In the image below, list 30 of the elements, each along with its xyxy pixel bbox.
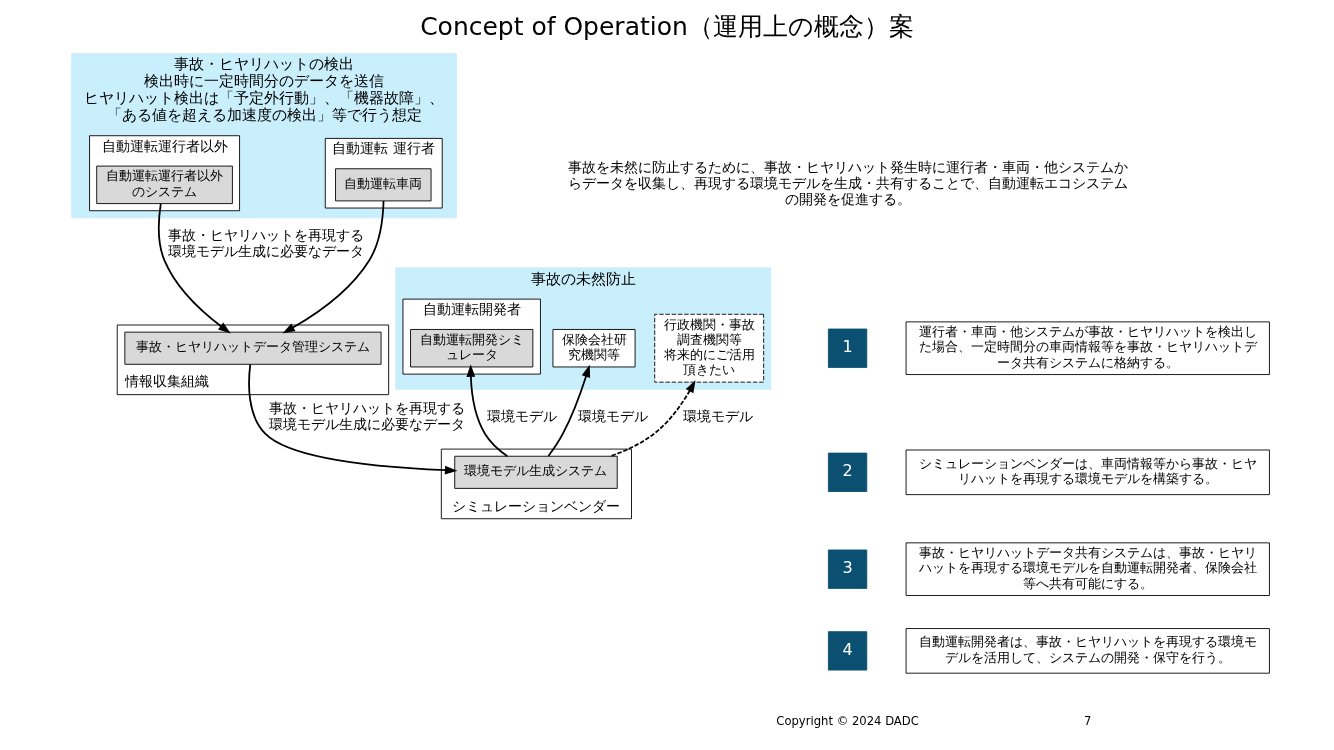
node-box: 3 xyxy=(827,549,868,589)
node-box: 自動運転車両 xyxy=(335,168,432,202)
arrow xyxy=(248,363,458,475)
node-box: 行政機関・事故調査機関等 将来的にご活用頂きたい xyxy=(654,313,765,383)
node-box: 環境モデル生成システム xyxy=(454,455,618,489)
node-box: 保険会社研究機関等 xyxy=(552,329,636,368)
edge-label: 環境モデル xyxy=(683,408,754,425)
edge-label: 環境モデル xyxy=(577,408,648,425)
node-box: シミュレーションベンダーは、車両情報等から事故・ヒヤリハットを再現する環境モデルを構築する。 xyxy=(905,449,1270,496)
node-box: 事故・ヒヤリハットデータ管理システム xyxy=(124,331,382,365)
arrow xyxy=(157,202,231,334)
label: 事故を未然に防止するために、事故・ヒヤリハット発生時に運行者・車両・他システムからデータを収集し、再現する環境モデルを生成・共有することで、自動運転エコシステムの開発を促進する。 xyxy=(567,159,1128,208)
edge-label: 事故・ヒヤリハットを再現する環境モデル生成に必要なデータ xyxy=(168,227,365,260)
arrow xyxy=(282,200,385,334)
node-box: 自動運転運行者以外のシステム xyxy=(96,165,233,205)
label: Copyright © 2024 DADC xyxy=(776,714,919,729)
diagram-title: Concept of Operation（運用上の概念）案 xyxy=(420,12,914,42)
node-box: 運行者・車両・他システムが事故・ヒヤリハットを検出した場合、一定時間分の車両情報等を事故・ヒヤリハットデータ共有システムに格納する。 xyxy=(905,321,1270,375)
arrow xyxy=(609,380,696,458)
arrow xyxy=(466,364,509,458)
node-box: 4 xyxy=(827,631,868,671)
label: 7 xyxy=(1084,714,1092,729)
edge-label: 環境モデル xyxy=(486,408,557,425)
node-box: 1 xyxy=(827,328,868,368)
node-box: 2 xyxy=(827,452,868,492)
node-box: 自動運転開発シミュレータ xyxy=(410,329,534,368)
edge-label: 事故・ヒヤリハットを再現する環境モデル生成に必要なデータ xyxy=(269,400,466,433)
node-box: 自動運転開発者は、事故・ヒヤリハットを再現する環境モデルを活用して、システムの開発・保守を行う。 xyxy=(905,628,1270,674)
node-box: 事故・ヒヤリハットデータ共有システムは、事故・ヒヤリハットを再現する環境モデルを自動運転開発者、保険会社等へ共有可能にする。 xyxy=(905,542,1270,596)
arrow xyxy=(547,364,591,457)
